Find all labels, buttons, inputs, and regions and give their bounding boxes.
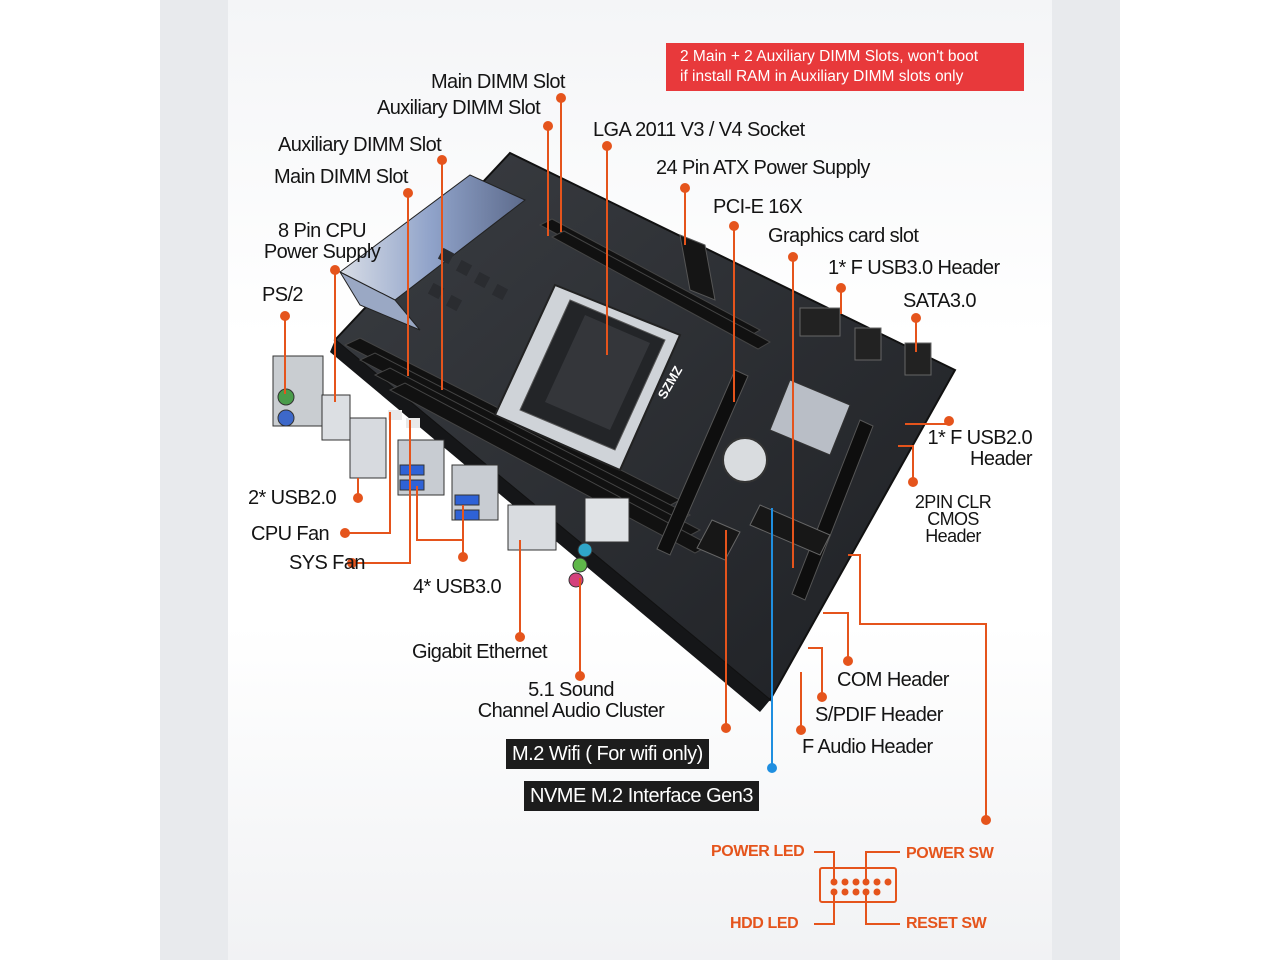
cmos-battery (722, 437, 768, 483)
pcie-slot-1 (656, 369, 749, 556)
label-power-sw: POWER SW (906, 845, 994, 862)
label-clr-cmos: 2PIN CLR CMOS Header (895, 492, 1011, 546)
label-clr-cmos-line-2: CMOS (927, 509, 979, 529)
cpu-socket-cover (545, 315, 650, 430)
vrm-heatsink-side (338, 270, 421, 331)
label-cpu-power-line-2: Power Supply (263, 241, 381, 263)
label-graphics-slot: Graphics card slot (768, 225, 919, 247)
label-sys-fan: SYS Fan (289, 552, 365, 574)
nvme-m2-slot (749, 504, 831, 556)
label-gigabit-ethernet: Gigabit Ethernet (412, 641, 548, 663)
label-cpu-fan: CPU Fan (251, 523, 330, 545)
label-reset-sw: RESET SW (906, 915, 987, 932)
rear-io (272, 355, 630, 588)
label-cpu-power-line-1: 8 Pin CPU (278, 220, 367, 242)
warning-line-2: if install RAM in Auxiliary DIMM slots o… (680, 68, 964, 85)
label-usb2-header-line-2: Header (970, 448, 1033, 470)
label-pcie-16x: PCI-E 16X (713, 196, 803, 218)
label-usb3-header: 1* F USB3.0 Header (828, 257, 1000, 279)
usb3-header-port (799, 307, 841, 337)
label-com-header: COM Header (837, 669, 949, 691)
label-sound-line-1: 5.1 Sound (528, 679, 614, 701)
label-sound: 5.1 Sound Channel Audio Cluster (460, 680, 682, 722)
sata-port-1 (854, 327, 882, 361)
label-usb2-header-line-1: 1* F USB2.0 (927, 427, 1032, 449)
label-usb2-rear: 2* USB2.0 (248, 487, 337, 509)
chipset-heatsink (769, 379, 851, 456)
tag-nvme-m2: NVME M.2 Interface Gen3 (524, 781, 760, 811)
label-atx-24pin: 24 Pin ATX Power Supply (656, 157, 870, 179)
sys-fan-header (406, 418, 420, 428)
label-spdif-header: S/PDIF Header (815, 704, 943, 726)
label-clr-cmos-line-1: 2PIN CLR (914, 492, 992, 512)
label-usb2-header: 1* F USB2.0 Header (918, 428, 1032, 470)
warning-box: 2 Main + 2 Auxiliary DIMM Slots, won't b… (666, 43, 1024, 91)
label-cpu-power: 8 Pin CPU Power Supply (260, 221, 384, 263)
label-aux-dimm-left: Auxiliary DIMM Slot (278, 134, 442, 156)
tag-m2-wifi: M.2 Wifi ( For wifi only) (506, 739, 709, 769)
label-f-audio-header: F Audio Header (802, 736, 933, 758)
sata-port-2 (904, 342, 932, 376)
cpu-fan-header (388, 410, 402, 420)
label-power-led: POWER LED (711, 843, 805, 860)
label-sound-line-2: Channel Audio Cluster (477, 700, 665, 722)
label-main-dimm-top: Main DIMM Slot (431, 71, 565, 93)
label-lga-socket: LGA 2011 V3 / V4 Socket (593, 119, 805, 141)
label-hdd-led: HDD LED (730, 915, 799, 932)
label-clr-cmos-line-3: Header (925, 526, 981, 546)
label-main-dimm-left: Main DIMM Slot (274, 166, 408, 188)
warning-line-1: 2 Main + 2 Auxiliary DIMM Slots, won't b… (680, 48, 979, 65)
label-sata3: SATA3.0 (903, 290, 976, 312)
label-ps2: PS/2 (262, 284, 304, 306)
label-usb3-rear: 4* USB3.0 (413, 576, 502, 598)
atx-24pin-connector (679, 234, 716, 301)
label-aux-dimm-top: Auxiliary DIMM Slot (377, 97, 541, 119)
